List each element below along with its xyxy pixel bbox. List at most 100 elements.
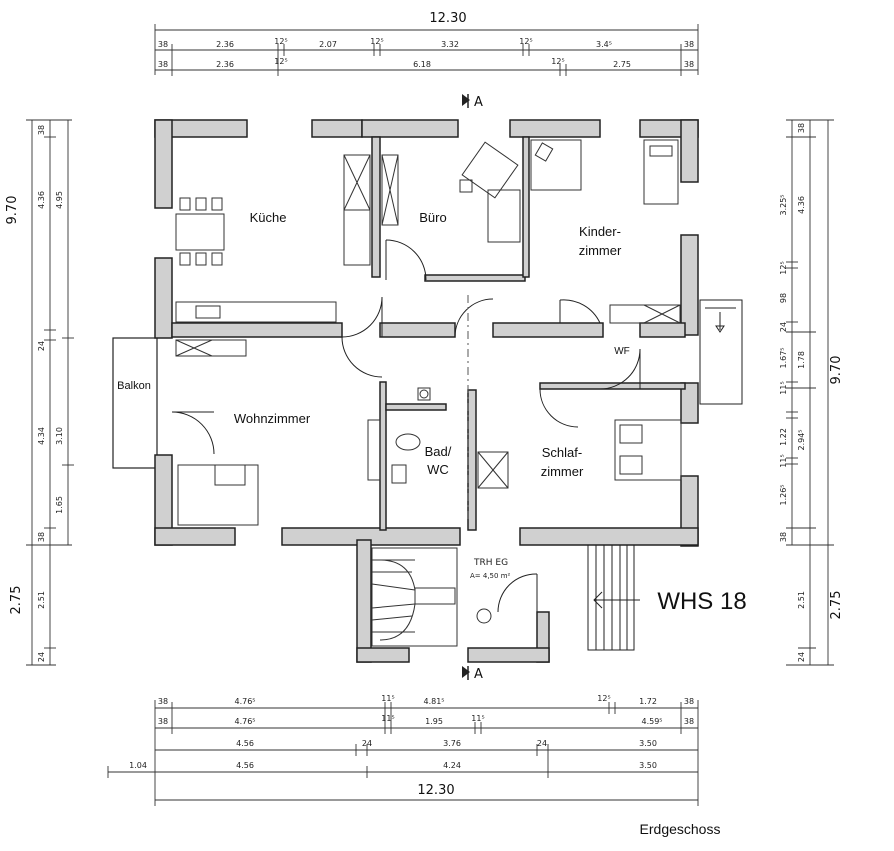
left-total-dimension: 9.70 [5,196,20,225]
top-dim-r2-1: 38 [158,60,168,69]
room-label-wohnzimmer: Wohnzimmer [234,411,311,426]
room-label-schlafzimmer-2: zimmer [541,464,584,479]
room-label-balkon: Balkon [117,380,151,392]
section-marker-bottom: A [462,666,483,682]
right-dimensions: 38 3.25⁵ 12⁵ 98 24 1.67⁵ 11⁵ 1.22 11⁵ 1.… [779,119,844,666]
top-dimensions: 12.30 38 2.36 12⁵ 2.07 12⁵ 3.32 12⁵ 3.4⁵… [154,11,699,76]
doors [171,239,641,613]
right-dim-7: 11⁵ [779,381,788,394]
room-label-trh-area: A= 4,50 m² [470,572,511,580]
bottom-dim-r2-5: 11⁵ [471,714,484,723]
right-dim-2: 3.25⁵ [779,194,788,215]
left-dim-1: 38 [37,125,46,135]
left-dim-5: 38 [37,532,46,542]
right-dim-5: 24 [779,322,788,332]
bottom-dim-r2-6: 4.59⁵ [641,717,662,726]
top-dim-1: 38 [158,40,168,49]
bottom-dim-r1-7: 38 [684,697,694,706]
room-label-kinderzimmer-1: Kinder- [579,224,621,239]
bottom-dim-r2-3: 11⁵ [381,714,394,723]
top-dim-r2-6: 2.75 [613,60,631,69]
top-total-dimension: 12.30 [429,11,466,26]
building-label: WHS 18 [657,588,746,615]
right-dim-11: 38 [779,532,788,542]
left-lower-dim-1: 2.51 [37,591,46,609]
top-dim-7: 12⁵ [519,37,532,46]
top-dim-6: 3.32 [441,40,459,49]
bottom-dim-r1-3: 11⁵ [381,694,394,703]
room-label-schlafzimmer-1: Schlaf- [542,445,582,460]
bottom-dim-r4-3: 4.24 [443,761,461,770]
right-dim-14: 2.94⁵ [797,429,806,450]
top-dim-r2-7: 38 [684,60,694,69]
right-dim-1: 38 [797,123,806,133]
top-dim-r2-2: 2.36 [216,60,234,69]
room-label-kinderzimmer-2: zimmer [579,243,622,258]
right-lower-total: 2.75 [829,591,844,620]
left-dim-2: 4.36 [37,191,46,209]
right-dim-3: 12⁵ [779,261,788,274]
room-label-wf: WF [614,346,630,357]
section-marker-top: A [462,94,483,110]
bottom-dim-r1-1: 38 [158,697,168,706]
bottom-dimensions: 38 4.76⁵ 11⁵ 4.81⁵ 12⁵ 1.72 38 38 4.76⁵ … [107,694,699,806]
room-label-buero: Büro [419,210,446,225]
right-total-dimension: 9.70 [829,356,844,385]
walls [154,119,699,663]
right-lower-dim-2: 24 [797,652,806,662]
bottom-dim-r1-5: 12⁵ [597,694,610,703]
entrance-steps [587,541,640,651]
room-label-trh: TRH EG [473,558,508,568]
bottom-dim-r2-7: 38 [684,717,694,726]
right-dim-12: 4.36 [797,196,806,214]
left-dimensions: 9.70 38 4.36 24 4.34 38 4.95 3.10 1.65 2… [5,119,74,666]
bottom-dim-r4-4: 3.50 [639,761,657,770]
left-dim-7: 3.10 [55,427,64,445]
right-lower-dim-1: 2.51 [797,591,806,609]
bottom-dim-r3-1: 4.56 [236,739,254,748]
section-label-top: A [474,95,483,110]
right-dim-4: 98 [779,293,788,303]
top-dim-3: 12⁵ [274,37,287,46]
top-dim-r2-4: 6.18 [413,60,431,69]
bottom-dim-r4-1: 1.04 [129,761,147,770]
right-dim-9: 11⁵ [779,454,788,467]
furniture [175,139,682,647]
right-dim-8: 1.22 [779,428,788,446]
top-dim-8: 3.4⁵ [596,40,612,49]
left-lower-total: 2.75 [9,586,24,615]
left-dim-8: 1.65 [55,496,64,514]
top-dim-4: 2.07 [319,40,337,49]
bottom-dim-r3-5: 3.50 [639,739,657,748]
bottom-dim-r1-6: 1.72 [639,697,657,706]
right-dim-10: 1.26⁵ [779,484,788,505]
room-label-bad-1: Bad/ [425,444,452,459]
top-dim-9: 38 [684,40,694,49]
bottom-dim-r4-2: 4.56 [236,761,254,770]
interior-walls [171,136,686,531]
left-dim-4: 4.34 [37,427,46,445]
bottom-dim-r3-3: 3.76 [443,739,461,748]
top-dim-r2-5: 12⁵ [551,57,564,66]
top-dim-r2-3: 12⁵ [274,57,287,66]
section-label-bottom: A [474,667,483,682]
room-label-kueche: Küche [250,210,287,225]
wf-bay [699,299,743,405]
right-dim-6: 1.67⁵ [779,347,788,368]
bottom-dim-r1-4: 4.81⁵ [423,697,444,706]
top-dim-5: 12⁵ [370,37,383,46]
bottom-dim-r2-1: 38 [158,717,168,726]
balcony-area [112,337,158,469]
left-dim-6: 4.95 [55,191,64,209]
bottom-dim-r1-2: 4.76⁵ [234,697,255,706]
left-dim-3: 24 [37,341,46,351]
top-dim-2: 2.36 [216,40,234,49]
floor-label: Erdgeschoss [640,821,721,837]
bottom-dim-r2-4: 1.95 [425,717,443,726]
bottom-total-dimension: 12.30 [417,783,454,798]
right-dim-13: 1.78 [797,351,806,369]
left-lower-dim-2: 24 [37,652,46,662]
bottom-dim-r3-2: 24 [362,739,372,748]
room-label-bad-2: WC [427,462,449,477]
